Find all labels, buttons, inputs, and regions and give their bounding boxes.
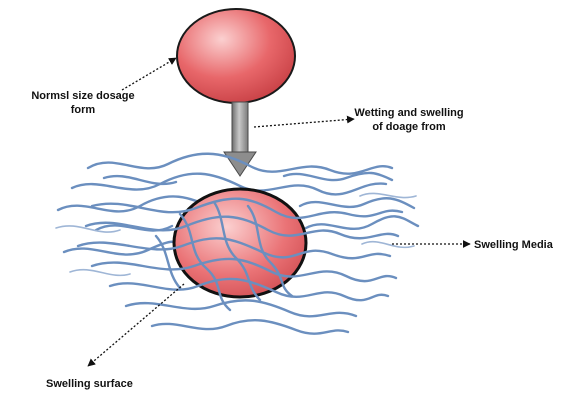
normal-dosage-form <box>177 9 295 103</box>
label-wetting-line2: of doage from <box>344 120 474 134</box>
label-normal-size-line1: Normsl size dosage <box>8 89 158 103</box>
label-swelling-surface: Swelling surface <box>46 377 133 391</box>
leader-normal-size <box>122 58 176 90</box>
label-wetting-line1: Wetting and swelling <box>344 106 474 120</box>
label-wetting-and-swelling: Wetting and swelling of doage from <box>344 106 474 134</box>
label-normal-size-line2: form <box>8 103 158 117</box>
label-swelling-media: Swelling Media <box>474 238 553 252</box>
down-arrow <box>224 102 256 176</box>
leader-wetting <box>254 119 354 127</box>
label-normal-size-dosage-form: Normsl size dosage form <box>8 89 158 117</box>
